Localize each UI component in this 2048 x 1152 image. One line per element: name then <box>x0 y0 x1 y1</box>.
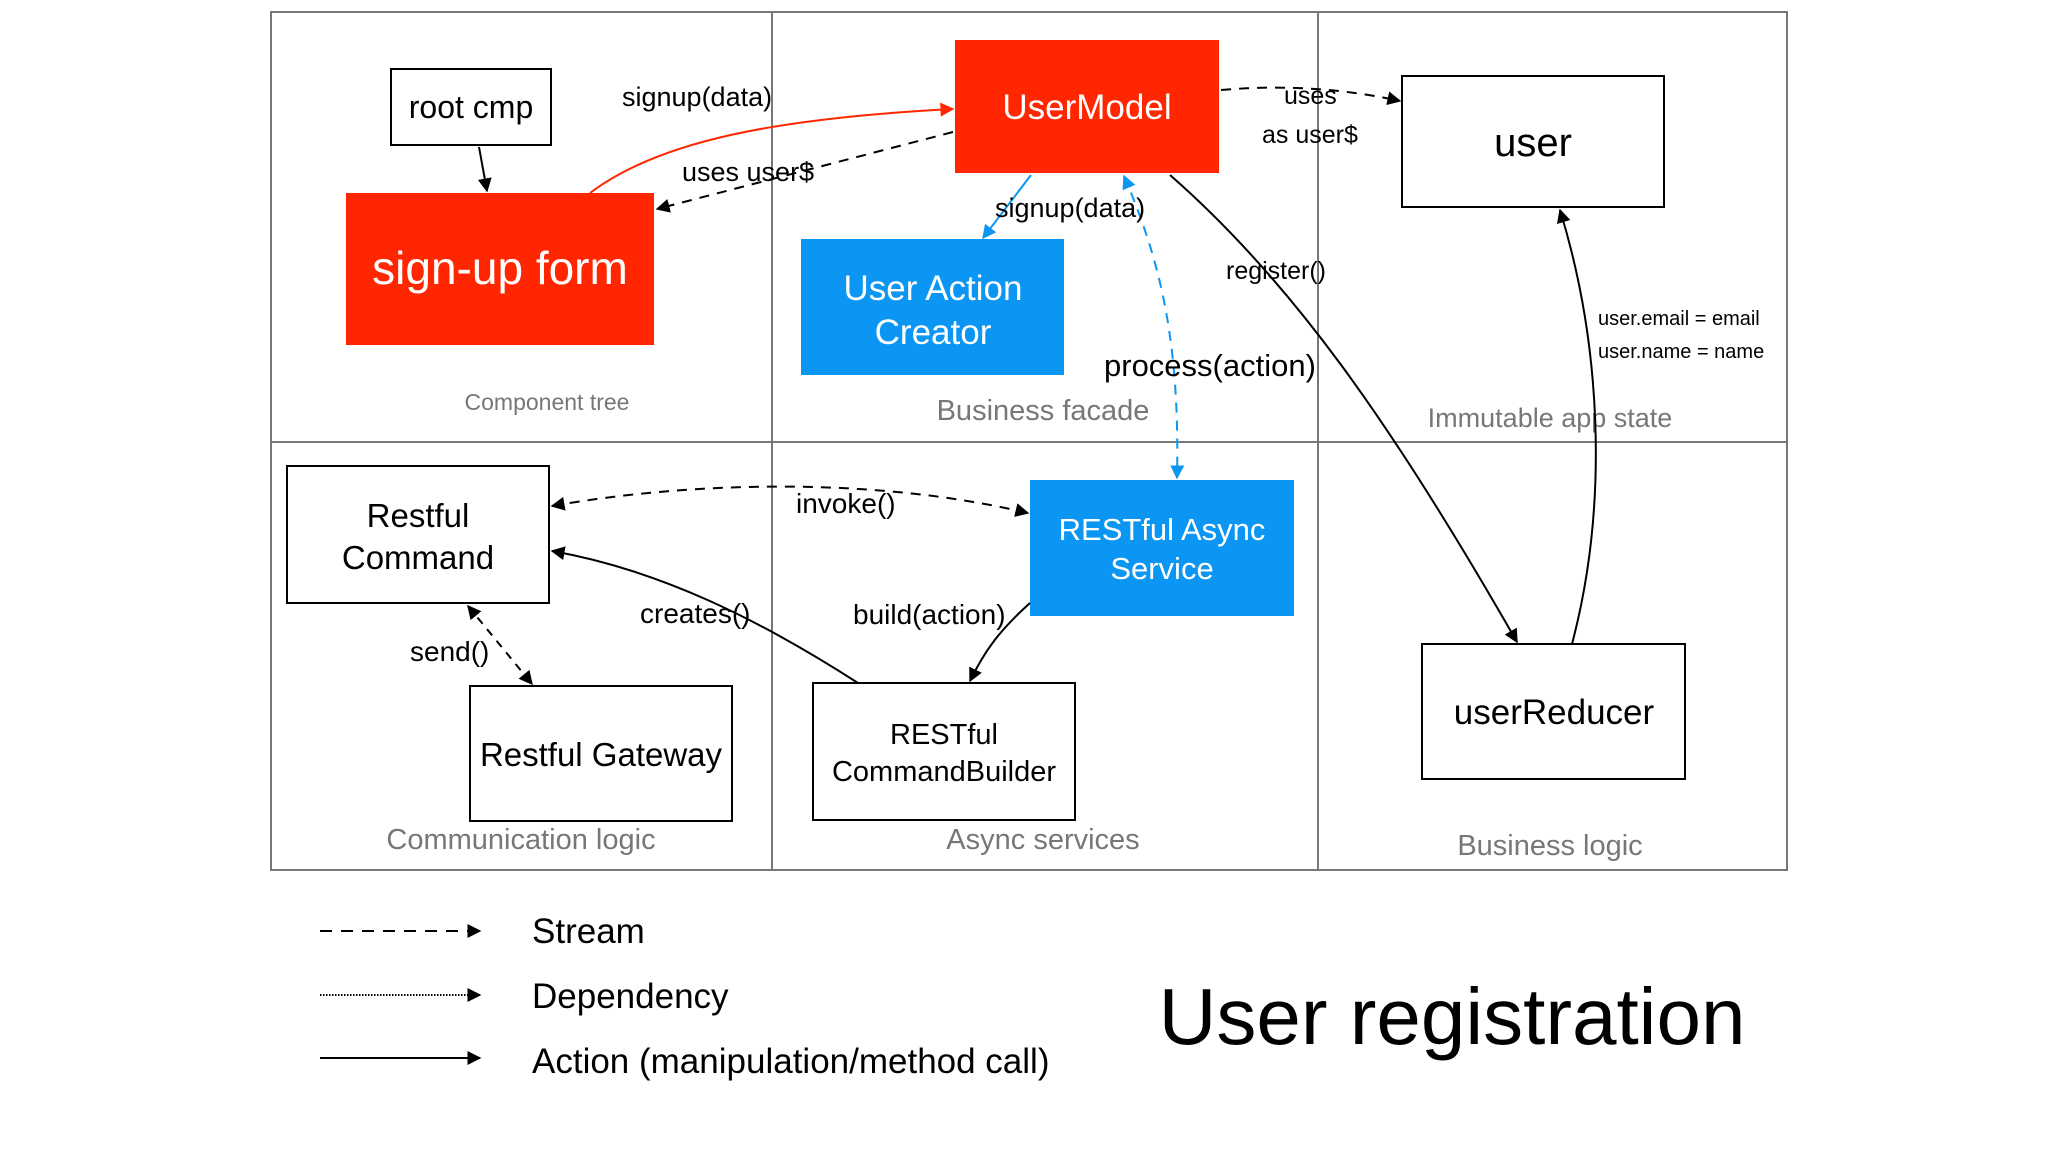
legend: Stream Dependency Action (manipulation/m… <box>320 912 1049 1081</box>
edge-reducer-to-user <box>1557 208 1597 645</box>
node-restful-command-builder: RESTful CommandBuilder <box>812 682 1076 821</box>
node-restful-gateway: Restful Gateway <box>469 685 733 822</box>
edge-label-uses: uses <box>1284 82 1337 110</box>
edge-label-send: send() <box>410 636 489 667</box>
edge-label-process-action: process(action) <box>1104 348 1316 383</box>
edge-label-uses-user: uses user$ <box>682 157 814 187</box>
edge-label-as-user: as user$ <box>1262 121 1358 149</box>
edge-label-creates: creates() <box>640 598 750 629</box>
page-title: User registration <box>1159 972 1746 1061</box>
zone-grid <box>270 11 1788 871</box>
node-root-cmp-label: root cmp <box>409 89 533 125</box>
node-signup-form-label: sign-up form <box>372 242 628 294</box>
legend-dependency-label: Dependency <box>532 977 729 1016</box>
node-user-state-label: user <box>1494 121 1572 165</box>
node-user-action-creator-label-line1: User Action <box>844 269 1023 308</box>
node-user-reducer-label: userReducer <box>1454 693 1655 732</box>
edge-label-user-name: user.name = name <box>1598 341 1764 363</box>
edge-usermodel-to-signup-form-stream <box>655 131 954 213</box>
edge-label-signup-data-top: signup(data) <box>622 82 772 112</box>
edge-root-to-signup-form <box>477 146 492 193</box>
node-restful-command-label-line2: Command <box>342 539 494 576</box>
edge-signup-form-to-usermodel <box>589 102 955 194</box>
node-root-cmp: root cmp <box>390 68 552 146</box>
edge-usermodel-to-reducer-register <box>1169 174 1518 644</box>
node-user-model: UserModel <box>955 40 1219 173</box>
edge-label-user-email: user.email = email <box>1598 308 1760 330</box>
node-user-action-creator-label-line2: Creator <box>875 313 992 352</box>
node-restful-async-service: RESTful Async Service <box>1030 480 1294 616</box>
node-restful-command: Restful Command <box>286 465 550 604</box>
zone-label-immutable-app-state: Immutable app state <box>1428 403 1673 433</box>
edges <box>467 86 1597 686</box>
edge-label-invoke: invoke() <box>796 488 896 519</box>
zone-labels: Component tree Business facade Immutable… <box>386 389 1672 862</box>
node-user-state: user <box>1401 75 1665 208</box>
zone-label-component-tree: Component tree <box>465 389 630 415</box>
node-restful-command-builder-label-line2: CommandBuilder <box>832 756 1056 788</box>
node-user-action-creator: User Action Creator <box>801 239 1064 375</box>
edge-usermodel-to-user-stream <box>1220 86 1402 106</box>
edge-labels: signup(data) uses user$ signup(data) use… <box>410 82 1764 667</box>
edge-send-stream <box>467 604 533 686</box>
zone-label-async-services: Async services <box>946 824 1139 856</box>
edge-label-build-action: build(action) <box>853 599 1006 630</box>
node-user-reducer: userReducer <box>1421 643 1686 780</box>
zone-label-business-logic: Business logic <box>1457 830 1642 862</box>
edge-usermodel-to-action-creator <box>982 174 1032 240</box>
zone-label-business-facade: Business facade <box>937 395 1150 427</box>
zone-label-communication-logic: Communication logic <box>386 824 655 856</box>
edge-async-build-action <box>969 602 1031 683</box>
edge-process-action-stream <box>1122 174 1185 480</box>
node-restful-command-builder-label-line1: RESTful <box>890 719 998 751</box>
node-restful-async-service-label-line1: RESTful Async <box>1059 512 1266 547</box>
edge-label-signup-data-mid: signup(data) <box>995 193 1145 223</box>
edge-label-register: register() <box>1226 257 1326 285</box>
node-restful-command-label-line1: Restful <box>367 497 470 534</box>
node-restful-async-service-label-line2: Service <box>1110 551 1213 586</box>
legend-action-label: Action (manipulation/method call) <box>532 1042 1049 1081</box>
edge-invoke-stream <box>550 485 1030 517</box>
legend-stream-label: Stream <box>532 912 645 951</box>
node-restful-gateway-label: Restful Gateway <box>480 736 723 773</box>
edge-builder-creates-command <box>550 546 859 684</box>
node-user-model-label: UserModel <box>1002 88 1171 127</box>
node-signup-form: sign-up form <box>346 193 654 345</box>
